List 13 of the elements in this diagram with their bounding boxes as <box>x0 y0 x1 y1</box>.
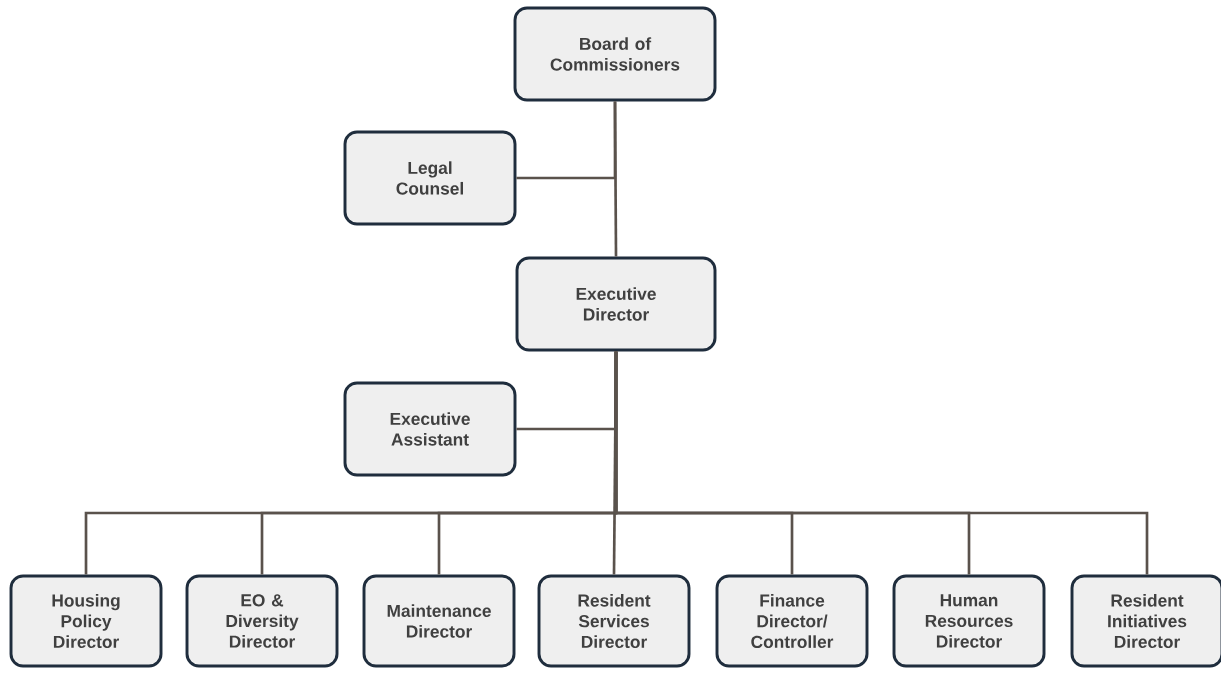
connector-line <box>614 351 1149 575</box>
org-box: Finance Director/ Controller <box>715 574 869 668</box>
org-box: Executive Assistant <box>343 381 517 477</box>
connector-line <box>613 101 618 257</box>
org-box: Housing Policy Director <box>9 574 163 668</box>
org-box: Human Resources Director <box>892 574 1046 668</box>
org-box: Board of Commissioners <box>513 6 717 102</box>
org-box: Legal Counsel <box>343 130 517 226</box>
org-box: Maintenance Director <box>362 574 516 668</box>
org-box: Executive Director <box>515 256 717 352</box>
org-box: Resident Services Director <box>537 574 691 668</box>
org-box: EO & Diversity Director <box>185 574 339 668</box>
org-box: Resident Initiatives Director <box>1070 574 1221 668</box>
